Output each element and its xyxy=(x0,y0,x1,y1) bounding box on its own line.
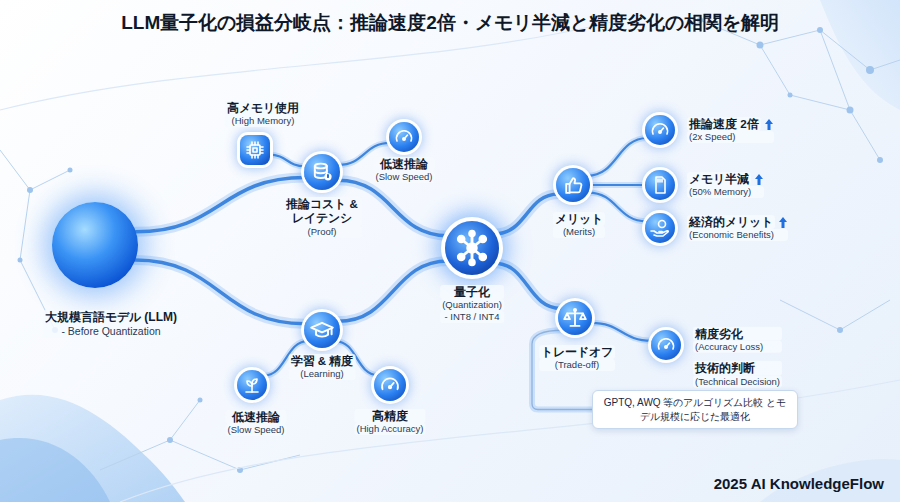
icon-node: 高精度(High Accuracy) xyxy=(374,369,406,401)
label-row: 推論速度 2倍 xyxy=(687,117,774,131)
node-subtitle: (Trade-off) xyxy=(539,359,615,371)
node-subtitle: (50% Memory) xyxy=(687,186,764,198)
note-box: GPTQ, AWQ 等のアルゴリズム比較 とモデル規模に応じた最適化 xyxy=(592,390,798,429)
node-subtitle: (Merits) xyxy=(553,226,605,238)
node-heading: 技術的判断 xyxy=(693,361,782,375)
footer-credit: 2025 AI KnowledgeFlow xyxy=(714,475,884,492)
node-heading: メモリ半減 xyxy=(687,172,751,186)
node-icon xyxy=(445,221,499,275)
node-icon xyxy=(558,301,592,335)
node-icon xyxy=(240,135,270,165)
icon-node: 学習 & 精度(Learning) xyxy=(304,312,340,348)
up-arrow xyxy=(764,118,774,131)
node-subtitle: (Proof) xyxy=(282,226,362,238)
icon-node: 高メモリ使用(High Memory) xyxy=(240,135,270,165)
diagram-title: LLM量子化の損益分岐点：推論速度2倍・メモリ半減と精度劣化の相関を解明 xyxy=(0,10,900,36)
icon-node: メリット(Merits) xyxy=(556,168,590,202)
node-subtitle: (High Memory) xyxy=(225,115,301,127)
node-label: 低速推論(Slow Speed) xyxy=(225,410,286,436)
note-text: GPTQ, AWQ 等のアルゴリズム比較 とモデル規模に応じた最適化 xyxy=(601,396,789,423)
icon-node: トレードオフ(Trade-off) xyxy=(558,301,592,335)
node-subtitle: (Quantization) xyxy=(440,299,504,311)
node-label: 低速推論(Slow Speed) xyxy=(373,157,434,183)
node-label: 学習 & 精度(Learning) xyxy=(289,354,356,380)
icon-node: 経済的メリット(Economic Benefits) xyxy=(645,213,675,243)
node-subtitle: (Slow Speed) xyxy=(225,424,286,436)
node-heading: 高メモリ使用 xyxy=(225,101,301,115)
node-label: 推論速度 2倍(2x Speed) xyxy=(687,117,774,143)
node-heading: トレードオフ xyxy=(539,345,615,359)
node-heading: 精度劣化 xyxy=(693,327,782,341)
node-subtitle: (Economic Benefits) xyxy=(687,229,788,241)
node-heading: 量子化 xyxy=(440,285,504,299)
node-subtitle: (Technical Decision) xyxy=(693,375,782,387)
node-label: トレードオフ(Trade-off) xyxy=(539,345,615,371)
icon-node: 低速推論(Slow Speed) xyxy=(389,122,419,152)
node-label: 高精度(High Accuracy) xyxy=(354,409,425,435)
node-heading: 低速推論 xyxy=(225,410,286,424)
node-subtitle: (Accuracy Loss) xyxy=(693,341,782,353)
connector xyxy=(269,155,305,167)
connector xyxy=(590,185,645,186)
node-heading: 高精度 xyxy=(354,409,425,423)
background-arc xyxy=(0,20,900,502)
node-heading: 低速推論 xyxy=(373,157,434,171)
connector xyxy=(494,263,561,308)
connector xyxy=(495,194,559,234)
node-label: メモリ半減(50% Memory) xyxy=(687,172,764,198)
connector xyxy=(338,261,449,321)
label-row: メモリ半減 xyxy=(687,172,764,186)
node-icon xyxy=(556,168,590,202)
node-subtitle: (Slow Speed) xyxy=(373,171,434,183)
label-row: 経済的メリット xyxy=(687,215,788,229)
icon-node: 低速推論(Slow Speed) xyxy=(237,370,267,400)
corner-wave xyxy=(0,395,185,502)
node-subtitle: (Learning) xyxy=(289,368,356,380)
node-subtitle: (2x Speed) xyxy=(687,131,774,143)
core-node: 量子化(Quantization)- INT8 / INT4 xyxy=(445,221,499,275)
icon-node: 精度劣化(Accuracy Loss)技術的判断(Technical Decis… xyxy=(651,330,681,360)
network-dot xyxy=(18,17,884,473)
up-arrow xyxy=(754,173,764,186)
connector xyxy=(136,178,305,232)
node-label: 精度劣化(Accuracy Loss) 技術的判断(Technical Decis… xyxy=(693,327,782,388)
icon-node: メモリ半減(50% Memory) xyxy=(645,170,675,200)
node-label: 大規模言語モデル (LLM)- Before Quantization xyxy=(43,310,179,338)
connector xyxy=(591,323,651,341)
node-icon xyxy=(304,312,340,348)
node-icon xyxy=(304,154,340,190)
node-heading: 大規模言語モデル (LLM) xyxy=(43,310,179,325)
node-heading: メリット xyxy=(553,212,605,226)
node-label: メリット(Merits) xyxy=(553,212,605,238)
node-heading: 経済的メリット xyxy=(687,215,775,229)
icon-node: 推論速度 2倍(2x Speed) xyxy=(645,115,675,145)
node-icon xyxy=(645,213,675,243)
node-heading: 推論コスト & レイテンシ xyxy=(282,197,362,226)
model-sphere: 大規模言語モデル (LLM)- Before Quantization xyxy=(52,202,138,288)
node-icon xyxy=(645,170,675,200)
node-icon xyxy=(651,330,681,360)
node-label: 経済的メリット(Economic Benefits) xyxy=(687,215,788,241)
node-label: 高メモリ使用(High Memory) xyxy=(225,101,301,127)
node-label: 推論コスト & レイテンシ(Proof) xyxy=(282,197,362,238)
node-icon xyxy=(374,369,406,401)
icon-node: 推論コスト & レイテンシ(Proof) xyxy=(304,154,340,190)
node-subtitle: - Before Quantization xyxy=(43,325,179,338)
node-icon xyxy=(389,122,419,152)
corner-wave xyxy=(0,438,110,502)
connector xyxy=(587,138,647,176)
node-heading: 学習 & 精度 xyxy=(289,354,356,368)
node-icon xyxy=(237,370,267,400)
network-decor xyxy=(0,20,900,470)
node-icon xyxy=(645,115,675,145)
node-subtitle: (High Accuracy) xyxy=(354,423,425,435)
node-label: 量子化(Quantization)- INT8 / INT4 xyxy=(440,285,504,323)
node-subtitle: - INT8 / INT4 xyxy=(440,311,504,323)
corner-wave xyxy=(820,0,900,110)
node-heading: 推論速度 2倍 xyxy=(687,117,761,131)
up-arrow xyxy=(778,216,788,229)
